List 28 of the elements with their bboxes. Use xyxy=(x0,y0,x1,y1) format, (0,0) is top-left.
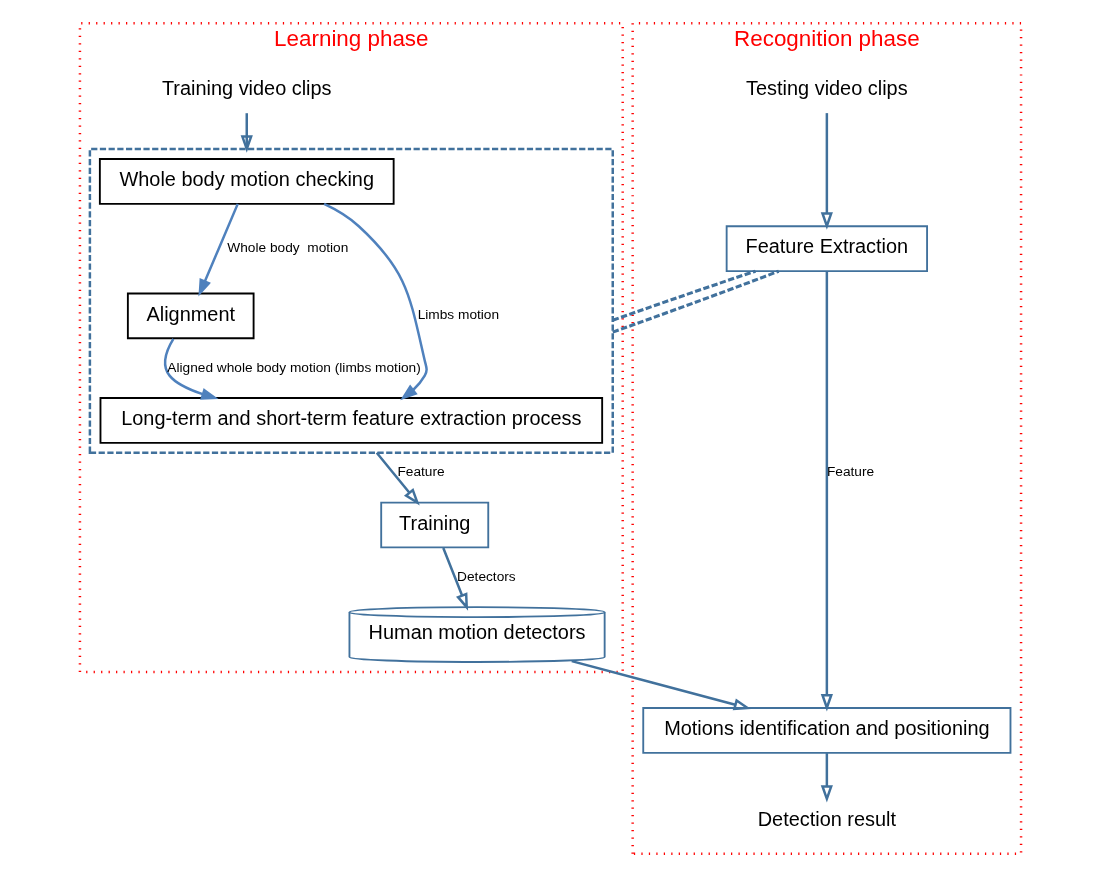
connector xyxy=(612,269,780,334)
node-box: Training xyxy=(380,501,490,549)
node-box: Motions identification and positioning xyxy=(642,707,1012,754)
arrow xyxy=(571,659,752,711)
edge-label: Limbs motion xyxy=(417,307,500,323)
edge-label: Detectors xyxy=(457,568,516,584)
arrow xyxy=(820,113,833,230)
node-text: Detection result xyxy=(757,808,897,831)
connector xyxy=(612,269,756,322)
edge-label: Aligned whole body motion (limbs motion) xyxy=(167,359,421,375)
node-box: Long-term and short-term feature extraction process xyxy=(99,397,604,444)
arrow xyxy=(442,547,469,611)
arrow xyxy=(323,202,428,401)
arrow xyxy=(198,203,239,297)
edge-label: Feature xyxy=(826,464,875,480)
arrow xyxy=(163,338,219,400)
cluster xyxy=(88,147,614,455)
edge-label: Whole body motion xyxy=(227,240,349,256)
node-box: Whole body motion checking xyxy=(98,158,395,205)
arrow xyxy=(820,753,833,803)
node-box: Feature Extraction xyxy=(725,225,928,272)
node-text: Testing video clips xyxy=(746,77,908,100)
node-text: Training video clips xyxy=(161,77,332,100)
arrow xyxy=(240,113,253,153)
node-box: Alignment xyxy=(126,292,255,340)
edge-label: Feature xyxy=(397,464,445,480)
arrow xyxy=(375,452,420,506)
arrow xyxy=(820,271,833,712)
